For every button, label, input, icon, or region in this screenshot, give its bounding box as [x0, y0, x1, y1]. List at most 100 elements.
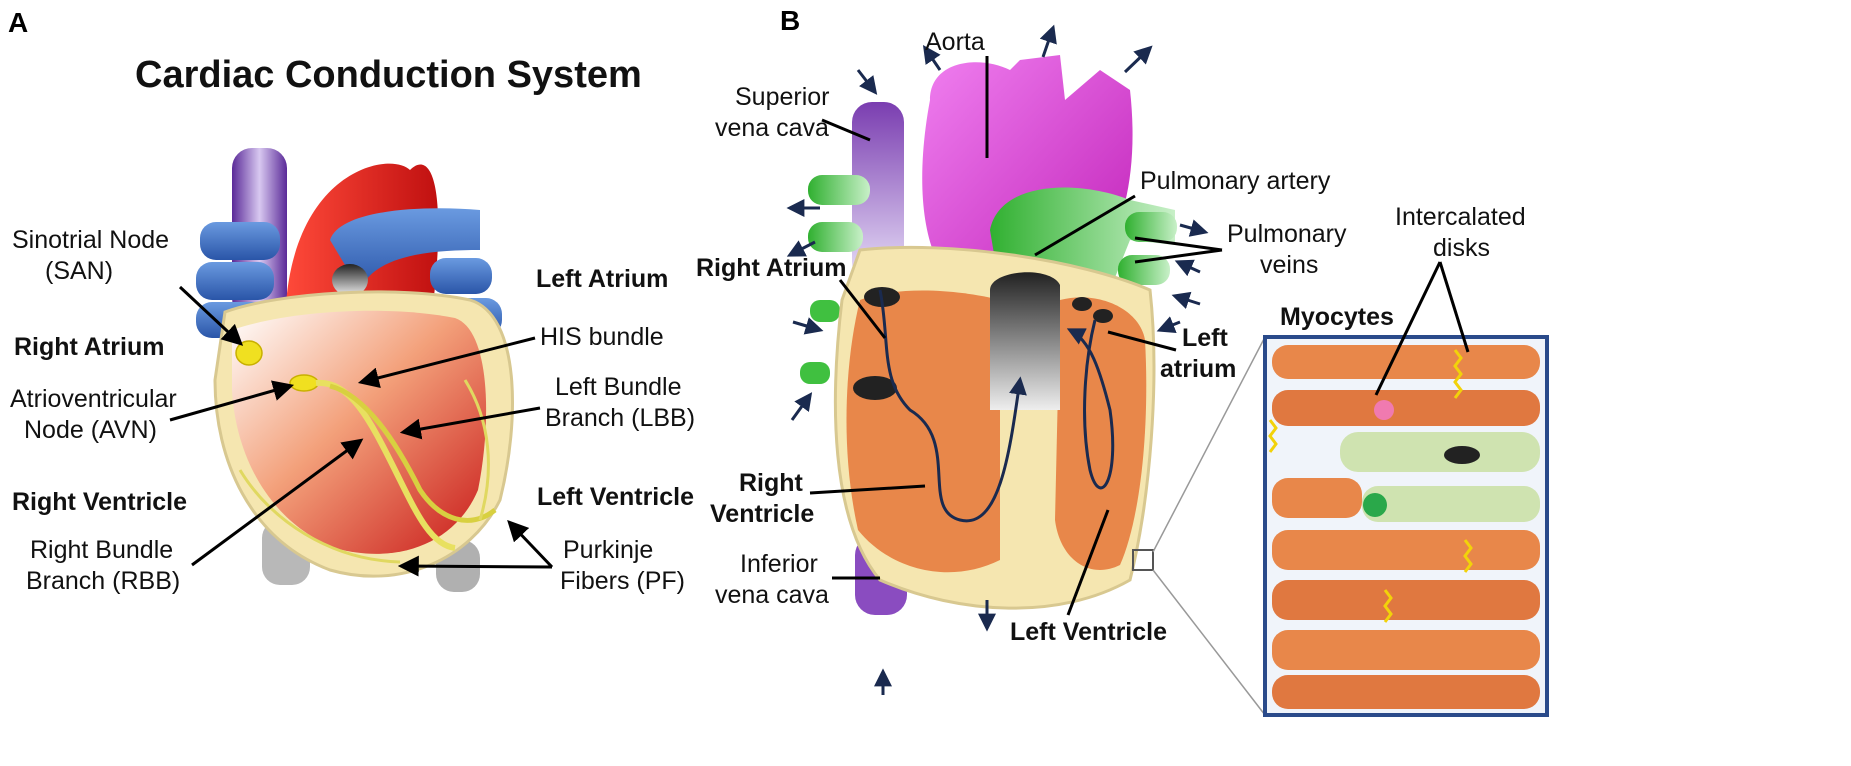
- left-chambers-shape: [1055, 297, 1147, 570]
- bundle-branch-fiber-2: [329, 383, 497, 523]
- pulmonary-vein-left-1: [200, 222, 280, 260]
- zoom-line-bottom: [1152, 569, 1266, 716]
- intercalated-disk-4: [1383, 589, 1393, 623]
- pv-opening-1: [1072, 297, 1092, 311]
- label-right-ventricle-b-line2: Ventricle: [710, 500, 814, 528]
- label-rbb-line1: Right Bundle: [30, 536, 173, 564]
- fiber-5-cutaway: [1362, 486, 1540, 522]
- myocyte-fibers: [1272, 345, 1540, 709]
- intercalated-disk-2: [1268, 419, 1278, 453]
- label-intercalated-line2: disks: [1433, 234, 1490, 262]
- pink-organelles: [1374, 400, 1394, 420]
- pointer-rbb: [191, 438, 364, 567]
- pointer-his: [357, 336, 536, 389]
- purkinje-fiber-2: [238, 469, 401, 564]
- label-his-bundle: HIS bundle: [540, 323, 664, 351]
- label-avn-line2: Node (AVN): [24, 416, 157, 444]
- pointer-lbb: [399, 406, 541, 440]
- vessel-opening: [332, 264, 368, 296]
- arrow-svc-in: [856, 69, 878, 95]
- pv-left-4: [800, 362, 830, 384]
- label-left-atrium-a: Left Atrium: [536, 265, 668, 293]
- label-ivc-line2: vena cava: [715, 581, 829, 609]
- arrow-aorta-out-2: [1039, 24, 1057, 58]
- pulmonary-vein-left-2: [196, 262, 274, 300]
- panel-a-letter: A: [8, 7, 28, 38]
- pointer-intercalated-2: [1438, 261, 1470, 353]
- arrow-pv-in-3: [792, 317, 824, 335]
- fiber-9: [1272, 675, 1540, 709]
- pulmonary-artery-shape: [330, 208, 480, 290]
- fiber-1: [1272, 345, 1540, 379]
- label-left-ventricle-b: Left Ventricle: [1010, 618, 1167, 646]
- sinoatrial-node-shape: [235, 340, 263, 366]
- pulmonary-vein-right-1: [430, 258, 492, 294]
- arrow-pv-in-4: [790, 392, 813, 421]
- label-rbb-line2: Branch (RBB): [26, 567, 180, 595]
- tricuspid-opening-lower: [853, 376, 897, 400]
- pointer-san: [178, 285, 244, 346]
- label-ivc-line1: Inferior: [740, 550, 818, 578]
- fiber-8: [1272, 630, 1540, 670]
- label-pulmonary-veins-line1: Pulmonary: [1227, 220, 1347, 248]
- fiber-2: [1272, 390, 1540, 426]
- flow-right-path: [878, 289, 1027, 523]
- pv-left-2: [808, 222, 863, 252]
- fiber-3-cutaway: [1340, 432, 1540, 472]
- blood-flow-heart-illustration: [786, 24, 1266, 716]
- pointer-pv-2: [1134, 248, 1223, 264]
- panel-a-title: Cardiac Conduction System: [135, 54, 642, 96]
- right-chambers-shape: [846, 290, 1000, 573]
- pv-left-1: [808, 175, 870, 205]
- pv-left-3: [810, 300, 840, 322]
- green-organelles: [1363, 493, 1387, 517]
- label-lbb-line2: Branch (LBB): [545, 404, 695, 432]
- pointer-right-atrium: [838, 279, 887, 339]
- label-avn-line1: Atrioventricular: [10, 385, 177, 413]
- label-right-atrium-b: Right Atrium: [696, 254, 846, 282]
- label-svc-line1: Superior: [735, 83, 830, 111]
- label-pf-line1: Purkinje: [563, 536, 653, 564]
- pointer-pf-2: [507, 519, 554, 569]
- pv-right-1: [1125, 212, 1177, 242]
- fiber-7: [1272, 580, 1540, 620]
- arrow-pv-out-2: [786, 240, 816, 257]
- label-right-ventricle-b-line1: Right: [739, 469, 804, 497]
- panel-b-pointers: [809, 56, 1470, 616]
- panel-a-pointers: [169, 285, 554, 577]
- arrow-pv-in-r3: [1156, 316, 1181, 334]
- arrow-pv-in-r1: [1174, 259, 1201, 277]
- fiber-4: [1272, 478, 1362, 518]
- myocytes-inset: [1263, 335, 1549, 717]
- label-pulmonary-artery: Pulmonary artery: [1140, 167, 1331, 195]
- flow-left-path: [1066, 319, 1115, 490]
- pointer-avn: [169, 380, 295, 422]
- aortic-root-shape: [990, 272, 1060, 410]
- arrow-aorta-out-1: [922, 45, 942, 71]
- label-myocytes: Myocytes: [1280, 303, 1394, 331]
- intercalated-disk-1: [1453, 349, 1463, 399]
- label-pf-line2: Fibers (PF): [560, 567, 685, 595]
- label-left-ventricle-a: Left Ventricle: [537, 483, 694, 511]
- label-lbb-line1: Left Bundle: [555, 373, 682, 401]
- myocyte-nucleus: [1444, 446, 1480, 464]
- atrioventricular-node-shape: [289, 374, 319, 392]
- pointer-pv-1: [1134, 236, 1223, 252]
- arrow-pa-out: [1179, 219, 1209, 237]
- label-left-atrium-b-line1: Left: [1182, 324, 1229, 352]
- pointer-pulmonary-artery: [1034, 194, 1136, 257]
- pointer-right-ventricle: [809, 484, 926, 495]
- pv-opening-2: [1093, 309, 1113, 323]
- panel-b-letter: B: [780, 5, 800, 36]
- fiber-6: [1272, 530, 1540, 570]
- pointer-svc: [821, 118, 871, 142]
- label-aorta: Aorta: [925, 28, 985, 56]
- label-left-atrium-b-line2: atrium: [1160, 355, 1236, 383]
- pointer-left-atrium: [1107, 330, 1177, 352]
- label-pulmonary-veins-line2: veins: [1260, 251, 1318, 279]
- intercalated-disk-3: [1463, 539, 1473, 573]
- svc-shape: [852, 102, 904, 282]
- zoom-line-top: [1152, 336, 1266, 553]
- conduction-heart-illustration: [196, 148, 514, 592]
